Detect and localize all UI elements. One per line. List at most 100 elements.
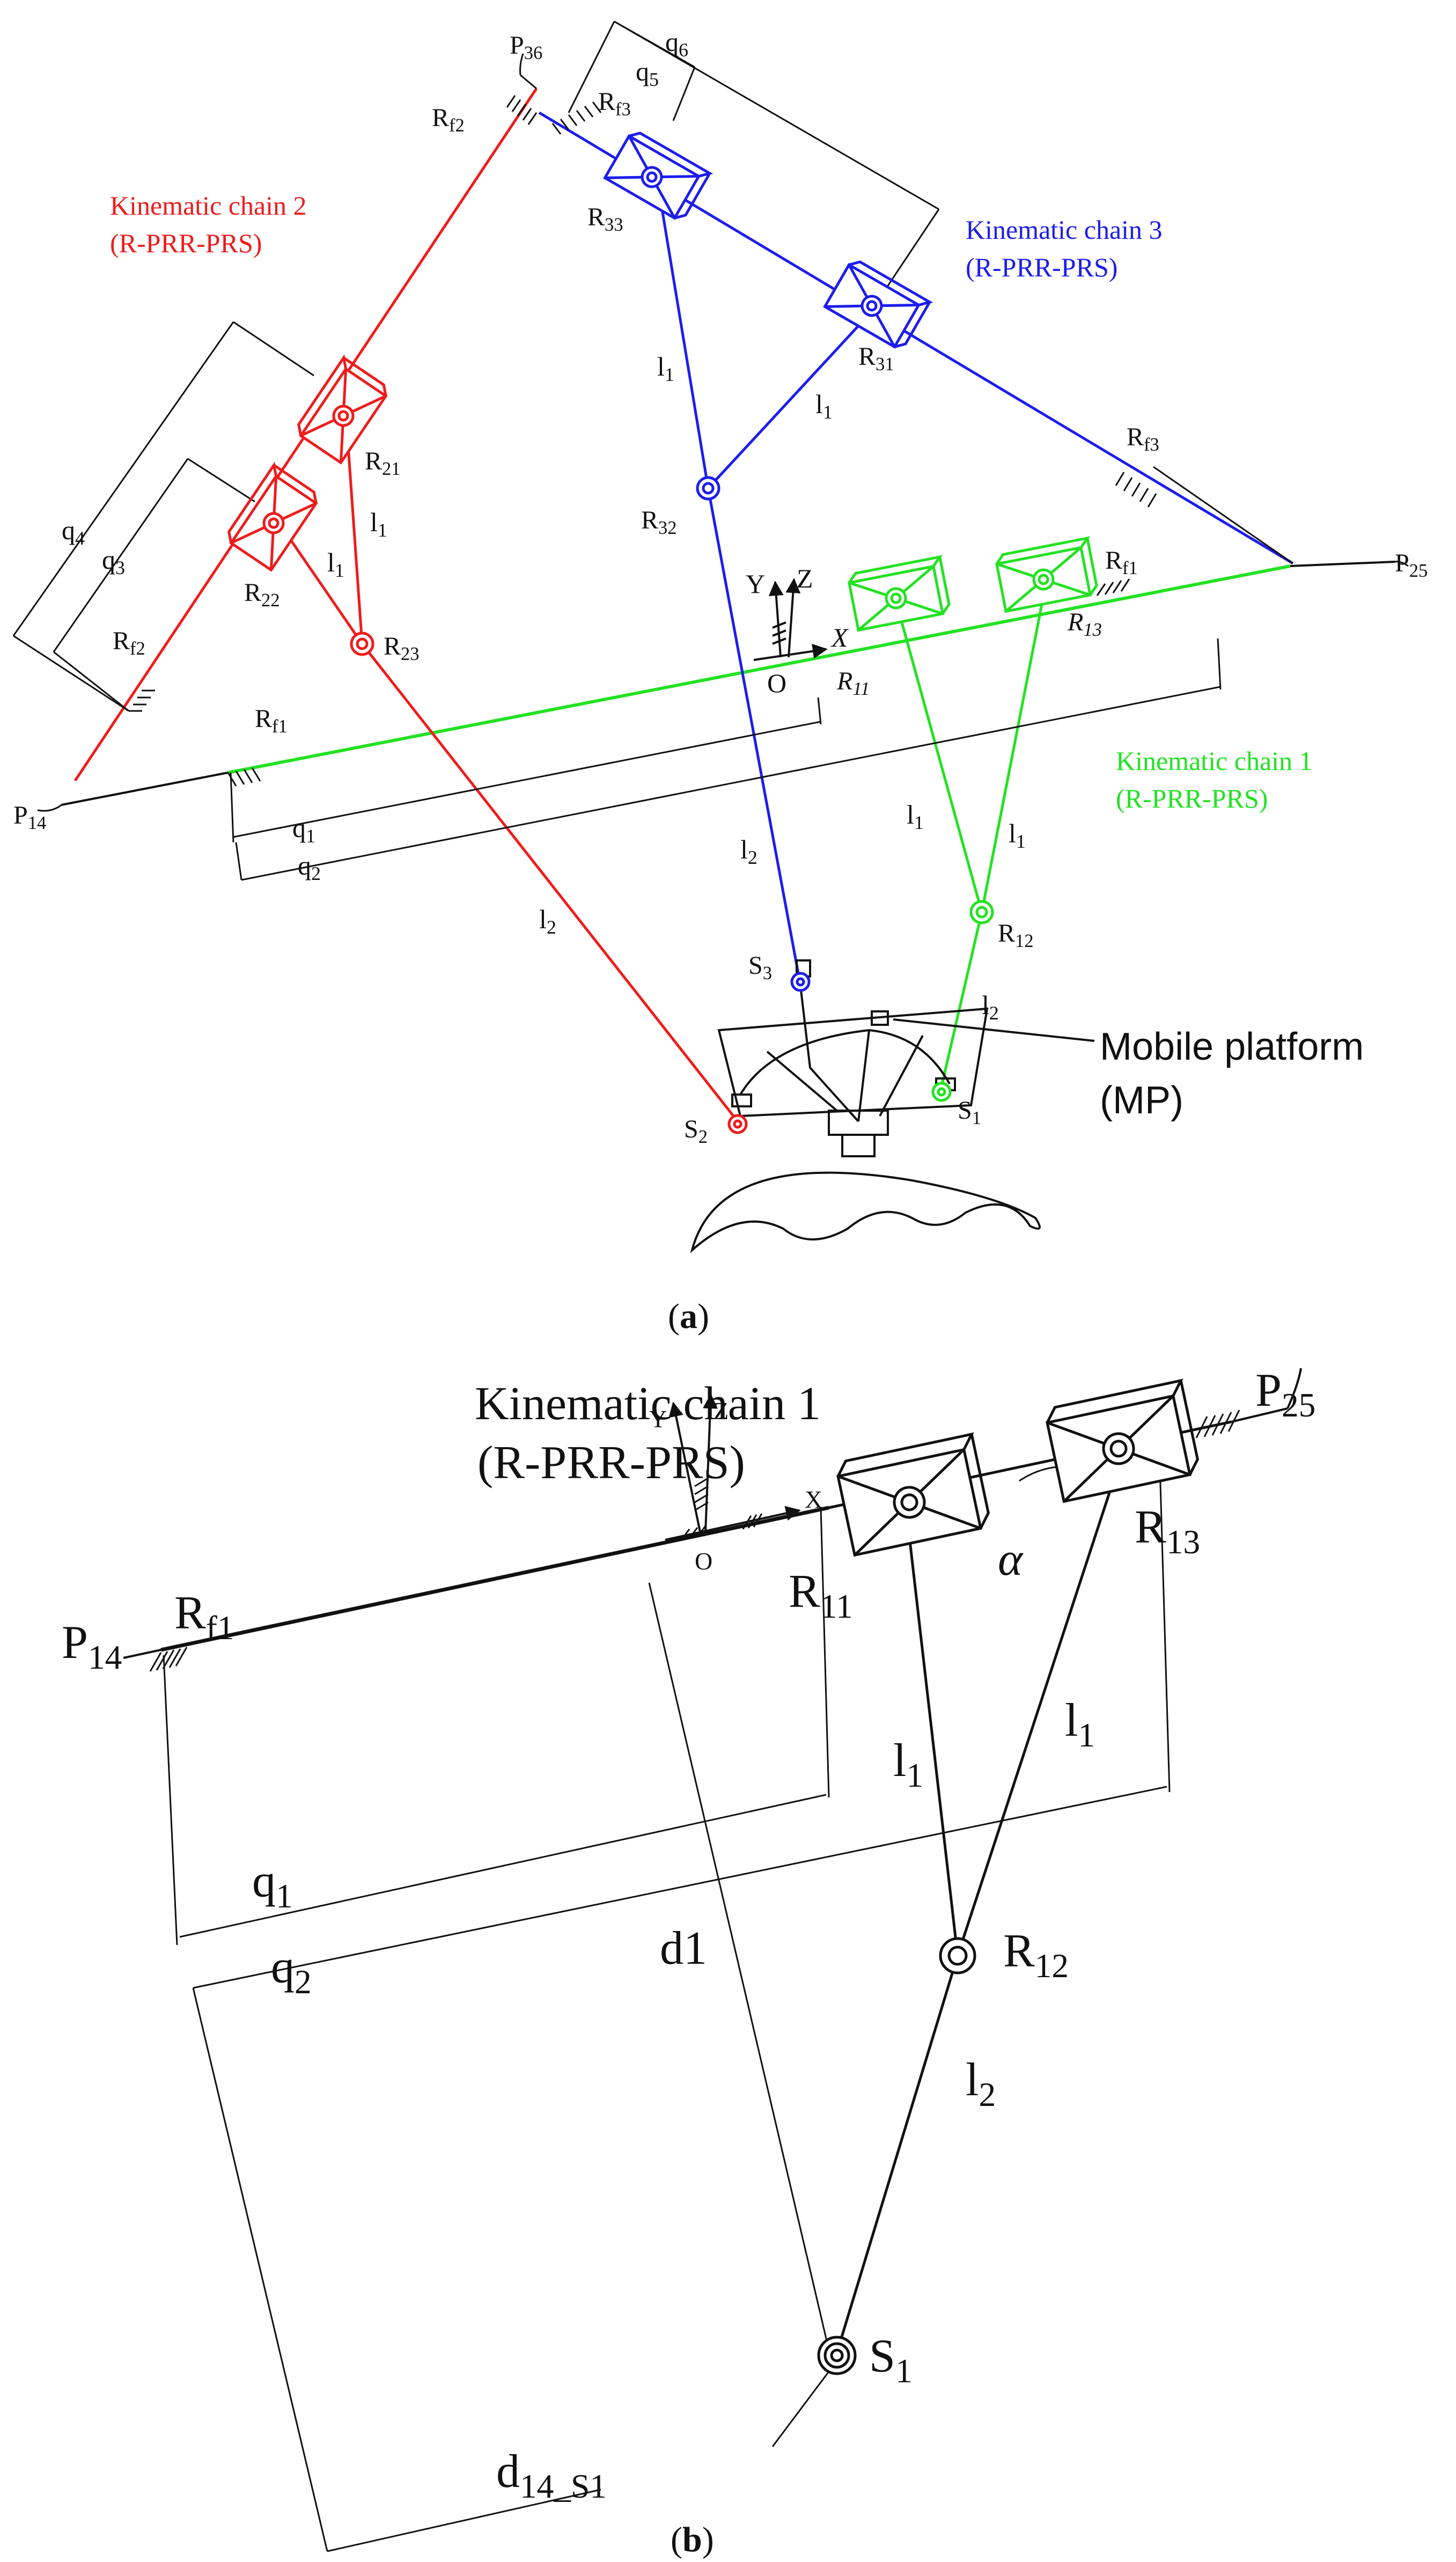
slider-r13-b <box>1046 1378 1199 1503</box>
chain3-title: Kinematic chain 3 <box>966 215 1163 245</box>
label-p25-b: P25 <box>1255 1364 1315 1424</box>
label-q2-b: q2 <box>271 1941 312 2001</box>
axis-z-a: Z <box>797 563 813 593</box>
chain2-code: (R-PRR-PRS) <box>110 228 262 258</box>
caption-b: (b) <box>671 2520 714 2559</box>
axis-o-b: O <box>695 1547 712 1575</box>
label-s1-a: S1 <box>958 1096 981 1128</box>
label-l1-green-a: l1 <box>907 799 924 833</box>
base-rail-chain1 <box>37 561 1409 812</box>
dimension-labels-b: q1 q2 d1 d14_S1 α <box>252 1533 1024 2505</box>
label-q4: q4 <box>62 515 85 549</box>
label-s3-a: S3 <box>748 951 772 983</box>
chain2-label: Kinematic chain 2 (R-PRR-PRS) <box>110 190 307 258</box>
slider-r31 <box>823 260 933 349</box>
label-s1-b: S1 <box>869 2330 913 2390</box>
label-r31: R31 <box>858 342 894 375</box>
joint-s3-a <box>790 972 811 992</box>
label-l2-green: l2 <box>982 990 999 1024</box>
label-rf1-right: Rf1 <box>1105 546 1138 578</box>
label-p25: P25 <box>1395 549 1428 581</box>
code-b: (R-PRR-PRS) <box>477 1437 745 1489</box>
joint-r32 <box>696 476 720 501</box>
label-r21: R21 <box>365 447 401 479</box>
label-l1-red-b: l1 <box>327 547 344 581</box>
axis-y-a: Y <box>746 569 765 599</box>
chain1-lines <box>894 582 1048 1087</box>
label-r12: R12 <box>998 919 1034 951</box>
chain2-title: Kinematic chain 2 <box>110 190 307 221</box>
label-rf2-top: Rf2 <box>432 104 465 136</box>
label-s2-a: S2 <box>684 1115 708 1147</box>
axis-x-a: X <box>830 622 849 652</box>
axis-o-a: O <box>767 668 786 698</box>
label-q6: q6 <box>665 27 688 61</box>
label-r33: R33 <box>587 203 623 235</box>
axis-y-b: Y <box>649 1405 667 1433</box>
slider-r22 <box>227 461 318 572</box>
joint-s1-a <box>931 1082 952 1102</box>
mp-abbr: (MP) <box>1100 1079 1183 1122</box>
chain3-label: Kinematic chain 3 (R-PRR-PRS) <box>966 215 1163 282</box>
link-labels-b: l1 l1 l2 <box>893 1694 1095 2113</box>
label-rf1-b: Rf1 <box>174 1587 234 1647</box>
label-r13-b: R13 <box>1135 1501 1200 1561</box>
label-rf3-right: Rf3 <box>1127 423 1159 455</box>
chain1-heading-b: Kinematic chain 1 (R-PRR-PRS) <box>475 1378 821 1489</box>
label-q1-b: q1 <box>252 1855 293 1915</box>
joint-r23 <box>350 632 374 656</box>
chain1-code: (R-PRR-PRS) <box>1116 783 1268 813</box>
axis-x-b: X <box>805 1486 822 1513</box>
label-rf1-left: Rf1 <box>255 704 288 737</box>
label-p14-b: P14 <box>62 1617 122 1676</box>
point-labels-a: P36 P25 P14 Rf2 Rf3 Rf3 Rf1 Rf2 Rf1 R33 … <box>13 31 1428 1147</box>
label-d14-s1: d14_S1 <box>496 2446 607 2505</box>
label-q2-a: q2 <box>298 850 321 884</box>
dimension-labels-a: q1 q2 q3 q4 q5 q6 <box>62 27 688 884</box>
label-l2-red: l2 <box>539 904 556 938</box>
joint-r12-b <box>939 1937 976 1974</box>
panel-b: Kinematic chain 1 (R-PRR-PRS) X Y Z O P1… <box>62 1364 1315 2559</box>
link-labels-a: l1 l1 l2 l1 l1 l2 l1 l1 l2 <box>327 351 1026 1024</box>
label-l1-blue-b: l1 <box>815 389 833 423</box>
label-q1-a: q1 <box>292 813 315 847</box>
label-rf3-top: Rf3 <box>598 87 631 120</box>
ground-hatches-b <box>149 1410 1240 1672</box>
joint-r12 <box>969 900 994 924</box>
mobile-platform <box>690 959 1095 1253</box>
label-r13: R13 <box>1067 608 1102 640</box>
label-l2-b: l2 <box>966 2054 996 2113</box>
label-p36: P36 <box>510 31 542 63</box>
links-b <box>835 1456 1123 2353</box>
slider-r21 <box>297 354 388 465</box>
frame-o-b <box>665 1393 801 1541</box>
label-q5: q5 <box>636 56 659 90</box>
panel-a: Kinematic chain 2 (R-PRR-PRS) Kinematic … <box>12 20 1428 1336</box>
label-l1-red: l1 <box>370 507 387 541</box>
frame-o-a <box>753 578 828 661</box>
axis-z-b: Z <box>714 1397 729 1425</box>
chain1-title: Kinematic chain 1 <box>1116 746 1313 776</box>
joint-s1-b <box>817 2336 857 2375</box>
chain1-label: Kinematic chain 1 (R-PRR-PRS) <box>1116 746 1313 813</box>
label-r11: R11 <box>836 667 870 699</box>
dimension-lines-a <box>12 20 1293 881</box>
slider-r33 <box>603 131 714 220</box>
slider-r11-b <box>836 1432 990 1557</box>
chain3-code: (R-PRR-PRS) <box>966 252 1117 282</box>
label-r32: R32 <box>641 506 677 538</box>
label-alpha: α <box>998 1533 1024 1585</box>
label-l1-b-a: l1 <box>893 1735 923 1794</box>
label-r22: R22 <box>244 578 280 611</box>
dimension-lines-b <box>163 1429 1171 2552</box>
title-b: Kinematic chain 1 <box>475 1378 821 1430</box>
slider-r13 <box>995 536 1098 613</box>
label-d1: d1 <box>660 1922 707 1974</box>
mp-label: Mobile platform (MP) <box>1100 1025 1364 1122</box>
axis-labels-b: X Y Z O <box>649 1397 822 1575</box>
label-l2-blue: l2 <box>740 834 758 868</box>
label-r11-b: R11 <box>789 1566 853 1625</box>
label-r12-b: R12 <box>1003 1925 1069 1985</box>
label-l1-b-b: l1 <box>1065 1694 1095 1754</box>
